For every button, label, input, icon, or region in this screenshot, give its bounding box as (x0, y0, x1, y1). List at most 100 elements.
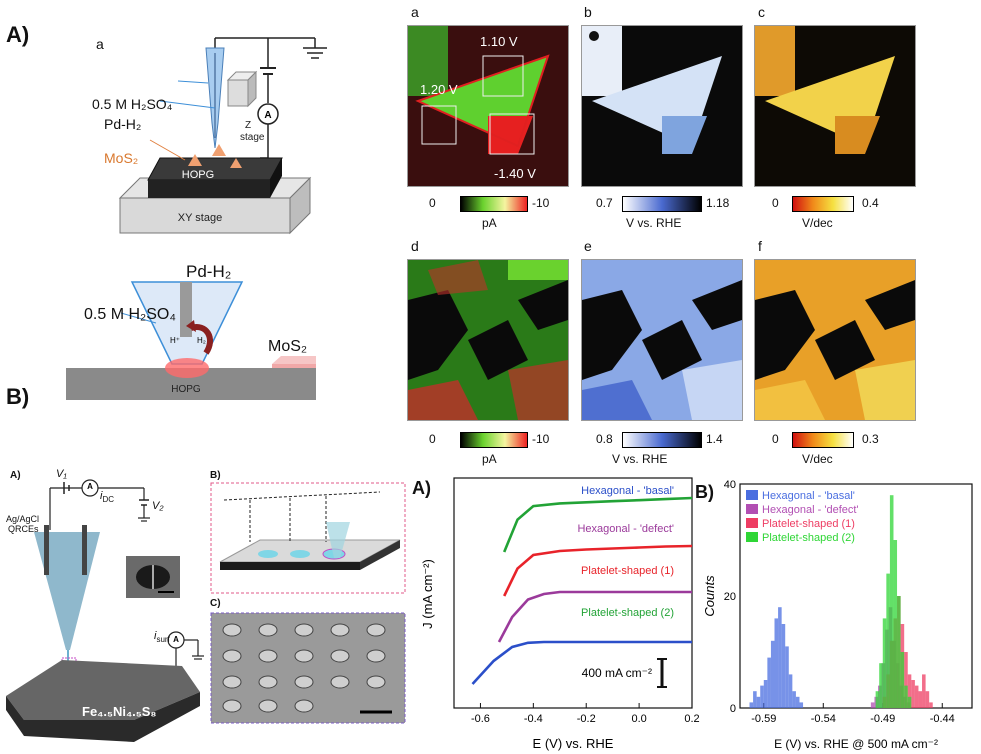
hist-bar-2 (904, 652, 908, 708)
map-f-tafel (754, 259, 916, 421)
cbar-c-max: 0.4 (862, 196, 879, 210)
hist-bar-0 (753, 691, 757, 708)
hist-bar-0 (770, 640, 775, 708)
hist-bar-0 (749, 702, 754, 708)
cbar-e-max: 1.4 (706, 432, 723, 446)
cbar-b-min: 0.7 (596, 196, 613, 210)
map-a-current: 1.10 V 1.20 V -1.40 V (407, 25, 569, 187)
z-stage-label-1: Z (245, 120, 251, 131)
inset-label-c: C) (210, 598, 221, 609)
line-x-tick-label: -0.6 (471, 713, 490, 725)
hist-bar-0 (774, 618, 779, 708)
section-label-a: A) (6, 22, 30, 47)
ref-electrode-label-2: QRCEs (8, 524, 39, 534)
hist-legend-label-1: Hexagonal - 'defect' (762, 504, 859, 516)
ammeter-label: A (264, 110, 271, 121)
cbar-f-max: 0.3 (862, 432, 879, 446)
map-c-tafel (754, 25, 916, 187)
hist-x-tick-label: -0.49 (870, 713, 895, 725)
line-x-tick-label: 0.2 (684, 713, 699, 725)
cbar-c-min: 0 (772, 196, 779, 210)
hist-bar-3 (889, 495, 894, 708)
map-panel-b-letter: b (584, 4, 592, 20)
tip-mos2-label: MoS₂ (268, 338, 308, 355)
cbar-b (622, 196, 702, 212)
z-stage-label-2: stage (240, 132, 265, 143)
scale-bar-label: 400 mA cm⁻² (582, 666, 652, 680)
hist-y-tick-label: 20 (724, 591, 736, 603)
cbar-d (460, 432, 528, 448)
sem-array-inset (210, 612, 406, 724)
hist-bar-2 (918, 691, 923, 708)
tip-probe-label: Pd-H₂ (186, 262, 232, 281)
voltage-label-120: 1.20 V (420, 82, 458, 97)
map-panel-c-letter: c (758, 4, 765, 20)
chart-b-panel-label: B) (695, 482, 714, 502)
cbar-c-unit: V/dec (802, 216, 833, 230)
voltage-label-110: 1.10 V (480, 34, 518, 49)
line-x-tick-label: -0.2 (577, 713, 596, 725)
cbar-f-min: 0 (772, 432, 779, 446)
hist-y-tick-label: 40 (724, 479, 736, 491)
hist-x-tick-label: -0.59 (751, 713, 776, 725)
map-panel-f-letter: f (758, 238, 762, 254)
hist-bar-3 (882, 618, 887, 708)
cbar-a-max: -10 (532, 196, 550, 210)
map-b-potential (581, 25, 743, 187)
hist-x-tick-label: -0.44 (930, 713, 955, 725)
hist-bar-3 (897, 596, 901, 708)
inset-label-a: A) (10, 470, 21, 481)
cbar-b-unit: V vs. RHE (626, 216, 682, 230)
hist-bar-2 (907, 674, 912, 708)
hist-bar-3 (879, 663, 883, 708)
hist-bar-0 (756, 696, 761, 708)
hist-legend-swatch-1 (746, 504, 758, 514)
line-legend-1: Hexagonal - 'defect' (577, 523, 674, 535)
cbar-e-min: 0.8 (596, 432, 613, 446)
line-series-1 (497, 590, 692, 643)
voltage-label-140: -1.40 V (494, 166, 536, 181)
histogram-ylabel: Counts (702, 575, 717, 617)
hist-bar-3 (904, 685, 908, 708)
hist-bar-0 (778, 607, 782, 708)
cbar-d-max: -10 (532, 432, 550, 446)
pipette-tip-sem-inset (126, 556, 180, 598)
hopg-tip-label: HOPG (171, 384, 201, 395)
line-x-tick-label: -0.4 (524, 713, 543, 725)
histogram-xlabel: E (V) vs. RHE @ 500 mA cm⁻² (774, 737, 938, 751)
map-panel-e-letter: e (584, 238, 592, 254)
idc-label: iDC (100, 490, 115, 505)
hist-bar-2 (929, 702, 933, 708)
section-label-b: B) (6, 384, 30, 409)
histogram-frame (739, 483, 973, 709)
hist-bar-0 (760, 685, 764, 708)
hopg-label: HOPG (182, 169, 214, 181)
cbar-c (792, 196, 854, 212)
line-series-0 (471, 640, 692, 685)
ref-electrode-label: Ag/AgCl (6, 514, 40, 524)
hist-bar-0 (795, 696, 800, 708)
isurf-label: isurf (154, 630, 170, 645)
cbar-a (460, 196, 528, 212)
cbar-a-min: 0 (429, 196, 436, 210)
tip-electrolyte-label: 0.5 M H₂SO₄ (84, 306, 176, 323)
panel-letter-a-schematic: a (96, 36, 104, 52)
ammeter-dc-label: A (87, 482, 93, 491)
line-series-2 (503, 544, 693, 597)
cbar-d-unit: pA (482, 452, 497, 466)
cbar-d-min: 0 (429, 432, 436, 446)
hist-legend-label-2: Platelet-shaped (1) (762, 518, 855, 530)
line-chart-ylabel: J (mA cm⁻²) (420, 559, 435, 629)
map-panel-d-letter: d (411, 238, 419, 254)
mos2-label: MoS₂ (104, 150, 139, 166)
v2-label: V₂ (152, 500, 164, 512)
hist-legend-swatch-0 (746, 490, 758, 500)
hist-bar-3 (907, 696, 912, 708)
probe-label: Pd-H₂ (104, 116, 142, 132)
scan-path-inset (210, 482, 406, 594)
stm-setup-schematic: A HOPG XY stage Z stage (118, 37, 327, 235)
hist-legend-label-3: Platelet-shaped (2) (762, 532, 855, 544)
map-d-current (407, 259, 569, 421)
hist-bar-0 (781, 624, 786, 708)
